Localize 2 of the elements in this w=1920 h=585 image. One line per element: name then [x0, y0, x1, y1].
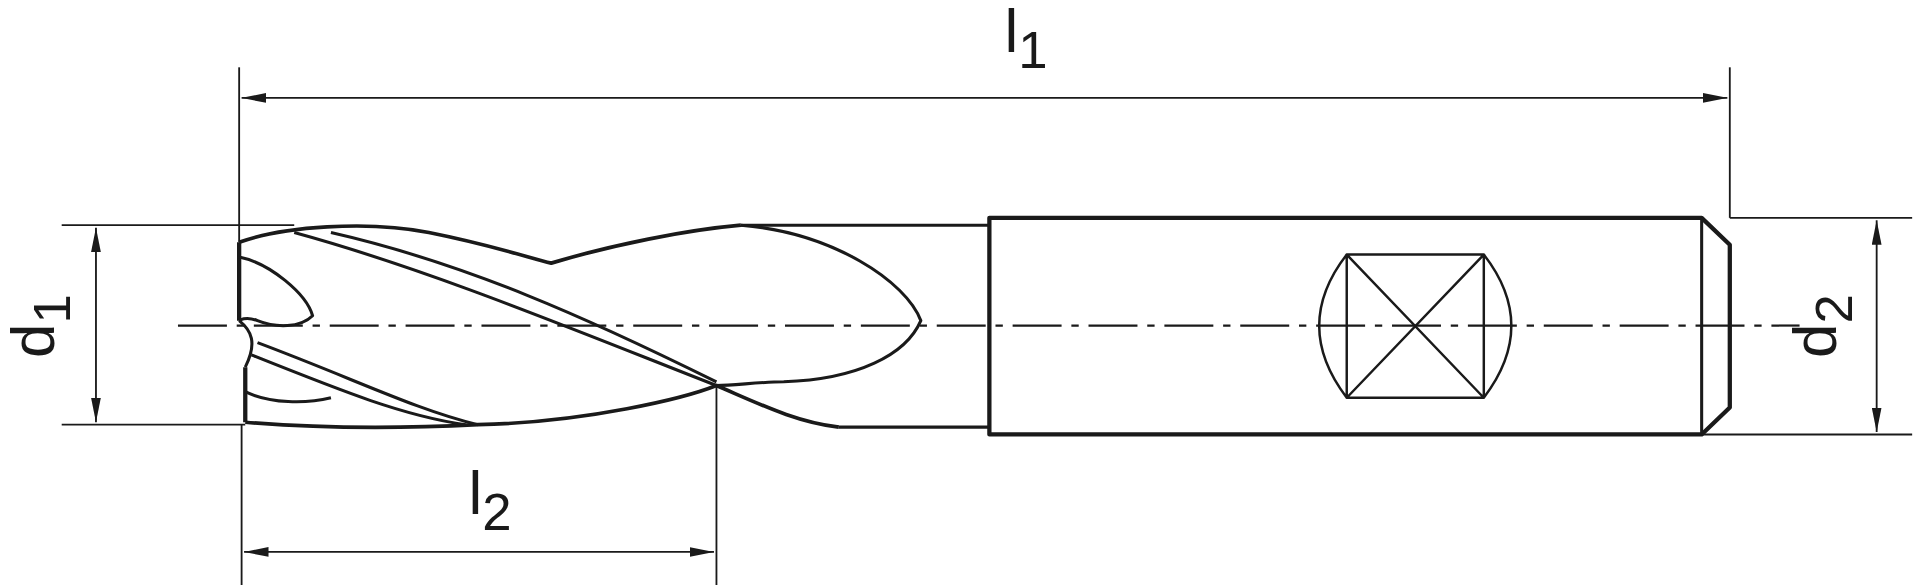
dimension-label: l$_{2}$ [468, 461, 512, 539]
dimension-label: l$_{1}$ [1004, 0, 1048, 77]
